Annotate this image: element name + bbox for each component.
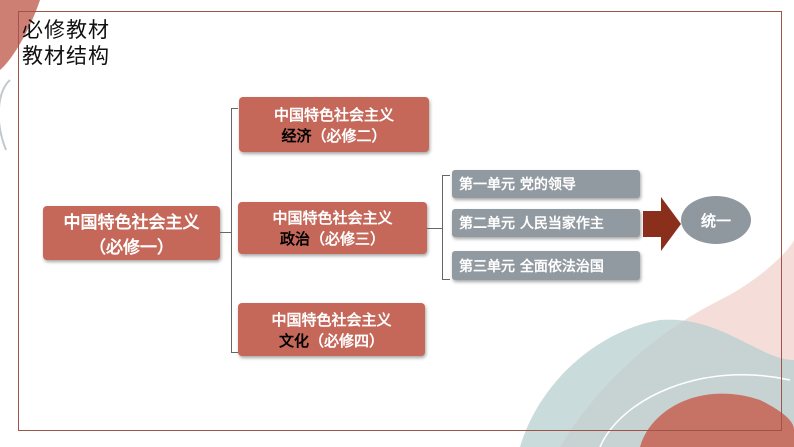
left-ring [0,79,11,151]
unit-box-3: 第三单元 全面依法治国 [452,251,640,280]
unit-box-1: 第一单元 党的领导 [452,170,640,198]
connector-tick-2a [442,175,450,176]
page-title-line1: 必修教材 [22,18,110,42]
root-line1: 中国特色社会主义 [63,213,200,233]
right-arrow-icon [643,197,681,251]
branch-economy-word: 经济 [281,126,312,145]
branch-economy-line1: 中国特色社会主义 [273,105,394,124]
branch-economy-sub: （必修二） [311,126,387,145]
connector-politics [427,228,443,229]
branch-box-culture: 中国特色社会主义 文化（必修四） [238,303,425,356]
branch-culture-sub: （必修四） [309,331,385,350]
branch-culture-word: 文化 [278,331,309,350]
connector-root [220,232,232,233]
top-left-blob [0,0,40,70]
branch-economy-line2: 经济（必修二） [281,125,386,146]
unit-box-2: 第二单元 人民当家作主 [452,209,640,237]
result-oval: 统一 [681,196,751,244]
branch-politics-sub: （必修三） [310,230,386,248]
root-line2: （必修一） [89,238,174,258]
connector-tick-1b [231,352,238,353]
branch-culture-line1: 中国特色社会主义 [271,310,392,329]
branch-box-economy: 中国特色社会主义 经济（必修二） [239,97,429,152]
branch-politics-word: 政治 [279,230,310,248]
branch-politics-line2: 政治（必修三） [280,228,385,249]
bottom-right-blob-red [640,393,794,447]
connector-bracket-1 [231,108,232,353]
branch-politics-line1: 中国特色社会主义 [272,209,393,227]
branch-culture-line2: 文化（必修四） [279,330,384,351]
bottom-right-curve [599,373,791,447]
connector-tick-1a [231,108,238,109]
root-box: 中国特色社会主义 （必修一） [43,206,220,260]
content-frame [18,11,782,431]
connector-bracket-2 [442,175,443,280]
branch-box-politics: 中国特色社会主义 政治（必修三） [238,202,427,254]
connector-tick-2b [442,279,450,280]
page-title-line2: 教材结构 [22,44,110,68]
